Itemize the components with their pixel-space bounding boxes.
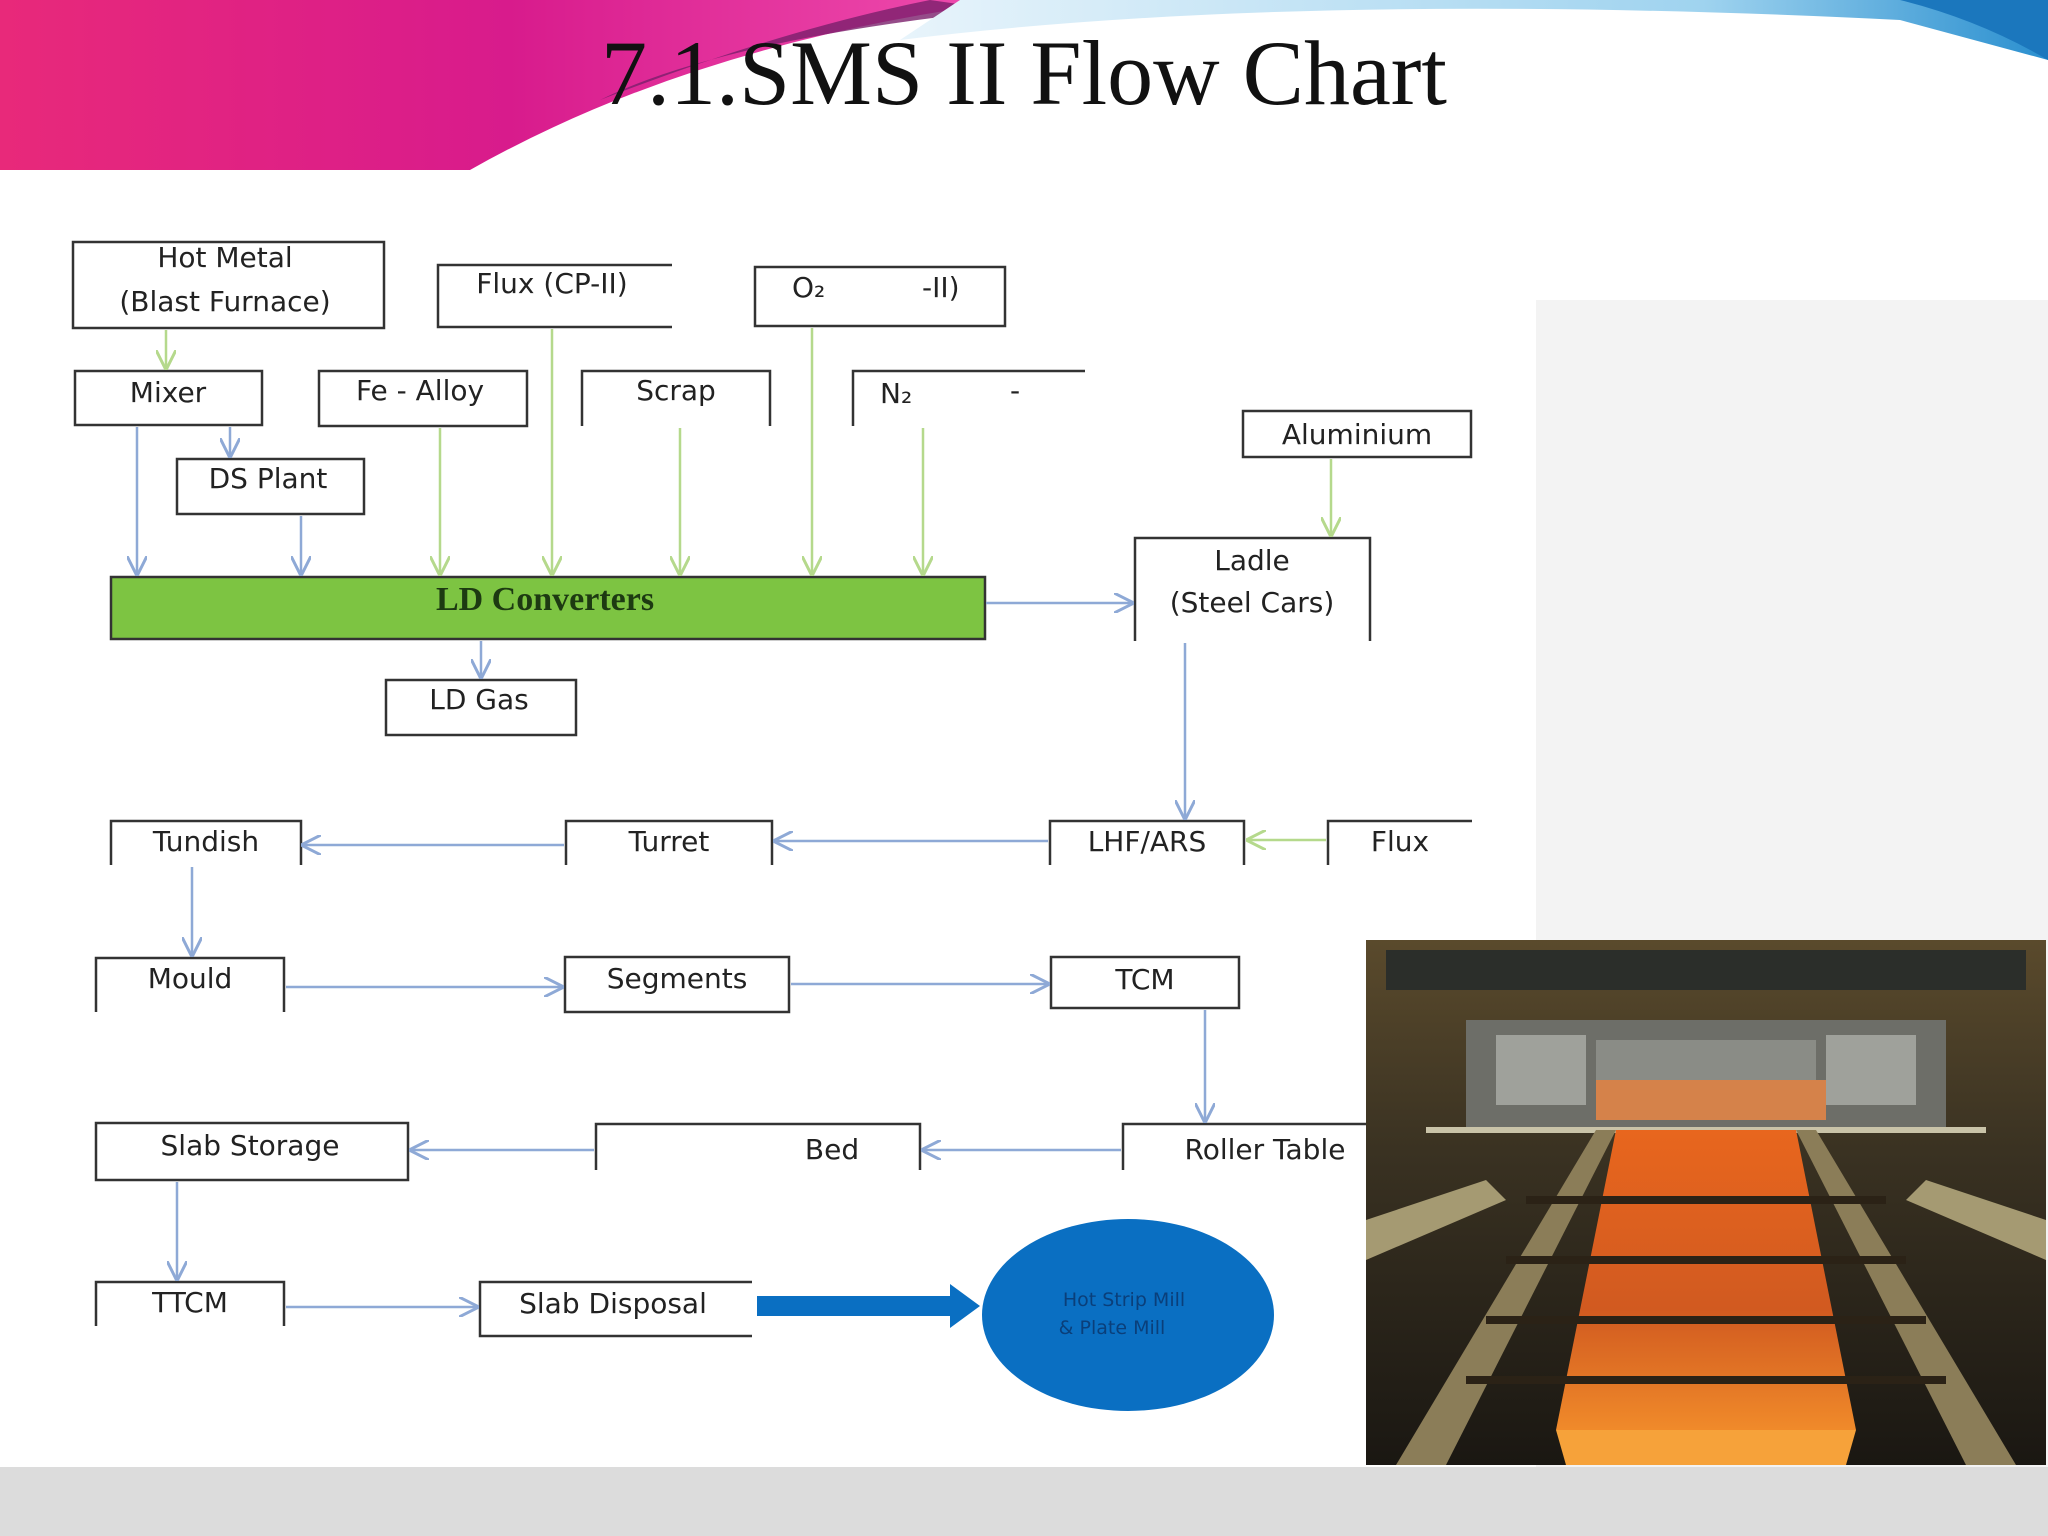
- n2-suffix-label: -: [1010, 374, 1020, 407]
- bed-box: Bed: [594, 1122, 922, 1170]
- mould-box: Mould: [94, 956, 286, 1012]
- segments-label: Segments: [607, 962, 748, 995]
- slab-disposal-box: Slab Disposal: [478, 1280, 752, 1338]
- connectors: [137, 328, 1331, 1328]
- segments-box: Segments: [563, 955, 791, 1014]
- aluminium-box: Aluminium: [1241, 409, 1473, 459]
- turret-label: Turret: [628, 825, 710, 858]
- ld-gas-box: LD Gas: [384, 678, 578, 737]
- flux-cp-label: Flux (CP-II): [476, 267, 627, 300]
- thick-arrow-to-hot-strip: [757, 1284, 980, 1328]
- hot-strip-mill-circle: Hot Strip Mill & Plate Mill: [982, 1219, 1274, 1411]
- hot-metal-box: Hot Metal (Blast Furnace): [71, 240, 386, 330]
- flux-box: Flux: [1326, 819, 1472, 865]
- ds-plant-label: DS Plant: [209, 462, 328, 495]
- mixer-box: Mixer: [73, 369, 264, 427]
- tcm-box: TCM: [1049, 955, 1241, 1010]
- slab-storage-box: Slab Storage: [94, 1121, 410, 1182]
- slab-disposal-label: Slab Disposal: [519, 1287, 707, 1320]
- n2-label: N₂: [880, 377, 912, 410]
- fe-alloy-label: Fe - Alloy: [356, 374, 484, 407]
- ld-gas-label: LD Gas: [429, 683, 529, 716]
- ttcm-label: TTCM: [151, 1286, 228, 1319]
- title-banner-decoration: [0, 0, 2048, 170]
- lhf-ars-label: LHF/ARS: [1088, 825, 1207, 858]
- ttcm-box: TTCM: [94, 1280, 286, 1326]
- ld-converters-box: LD Converters: [109, 575, 987, 641]
- scrap-label: Scrap: [636, 374, 716, 407]
- slab-photo: [1366, 940, 2046, 1465]
- n2-box: N₂ -: [851, 369, 1085, 426]
- tcm-label: TCM: [1114, 963, 1174, 996]
- footer-bar: [0, 1467, 2048, 1536]
- tundish-label: Tundish: [152, 825, 259, 858]
- turret-box: Turret: [564, 819, 774, 865]
- tundish-box: Tundish: [109, 819, 303, 865]
- lhf-ars-box: LHF/ARS: [1048, 819, 1246, 865]
- mould-label: Mould: [148, 962, 233, 995]
- hot-metal-label-line1: Hot Metal: [157, 241, 292, 274]
- o2-label: O₂: [792, 271, 825, 304]
- flux-label: Flux: [1371, 825, 1429, 858]
- hot-metal-label-line2: (Blast Furnace): [119, 285, 330, 318]
- fe-alloy-box: Fe - Alloy: [317, 369, 529, 428]
- slab-storage-label: Slab Storage: [161, 1129, 340, 1162]
- o2-box: O₂ -II): [753, 265, 1007, 328]
- roller-table-box: Roller Table: [1121, 1122, 1366, 1170]
- o2-suffix-label: -II): [922, 271, 960, 304]
- aluminium-label: Aluminium: [1282, 418, 1432, 451]
- bed-label: Bed: [805, 1133, 859, 1166]
- ladle-box: Ladle (Steel Cars): [1133, 536, 1372, 641]
- ld-converters-label: LD Converters: [436, 581, 654, 618]
- hot-strip-label-line2: & Plate Mill: [1059, 1317, 1166, 1339]
- flux-cp-box: Flux (CP-II): [436, 263, 672, 329]
- slide-title: 7.1.SMS II Flow Chart: [601, 22, 1447, 124]
- ds-plant-box: DS Plant: [175, 457, 366, 516]
- hot-strip-label-line1: Hot Strip Mill: [1063, 1289, 1185, 1311]
- mixer-label: Mixer: [130, 376, 207, 409]
- ladle-label-line1: Ladle: [1214, 544, 1290, 577]
- roller-table-label: Roller Table: [1185, 1133, 1346, 1166]
- ladle-label-line2: (Steel Cars): [1170, 586, 1335, 619]
- scrap-box: Scrap: [580, 369, 772, 426]
